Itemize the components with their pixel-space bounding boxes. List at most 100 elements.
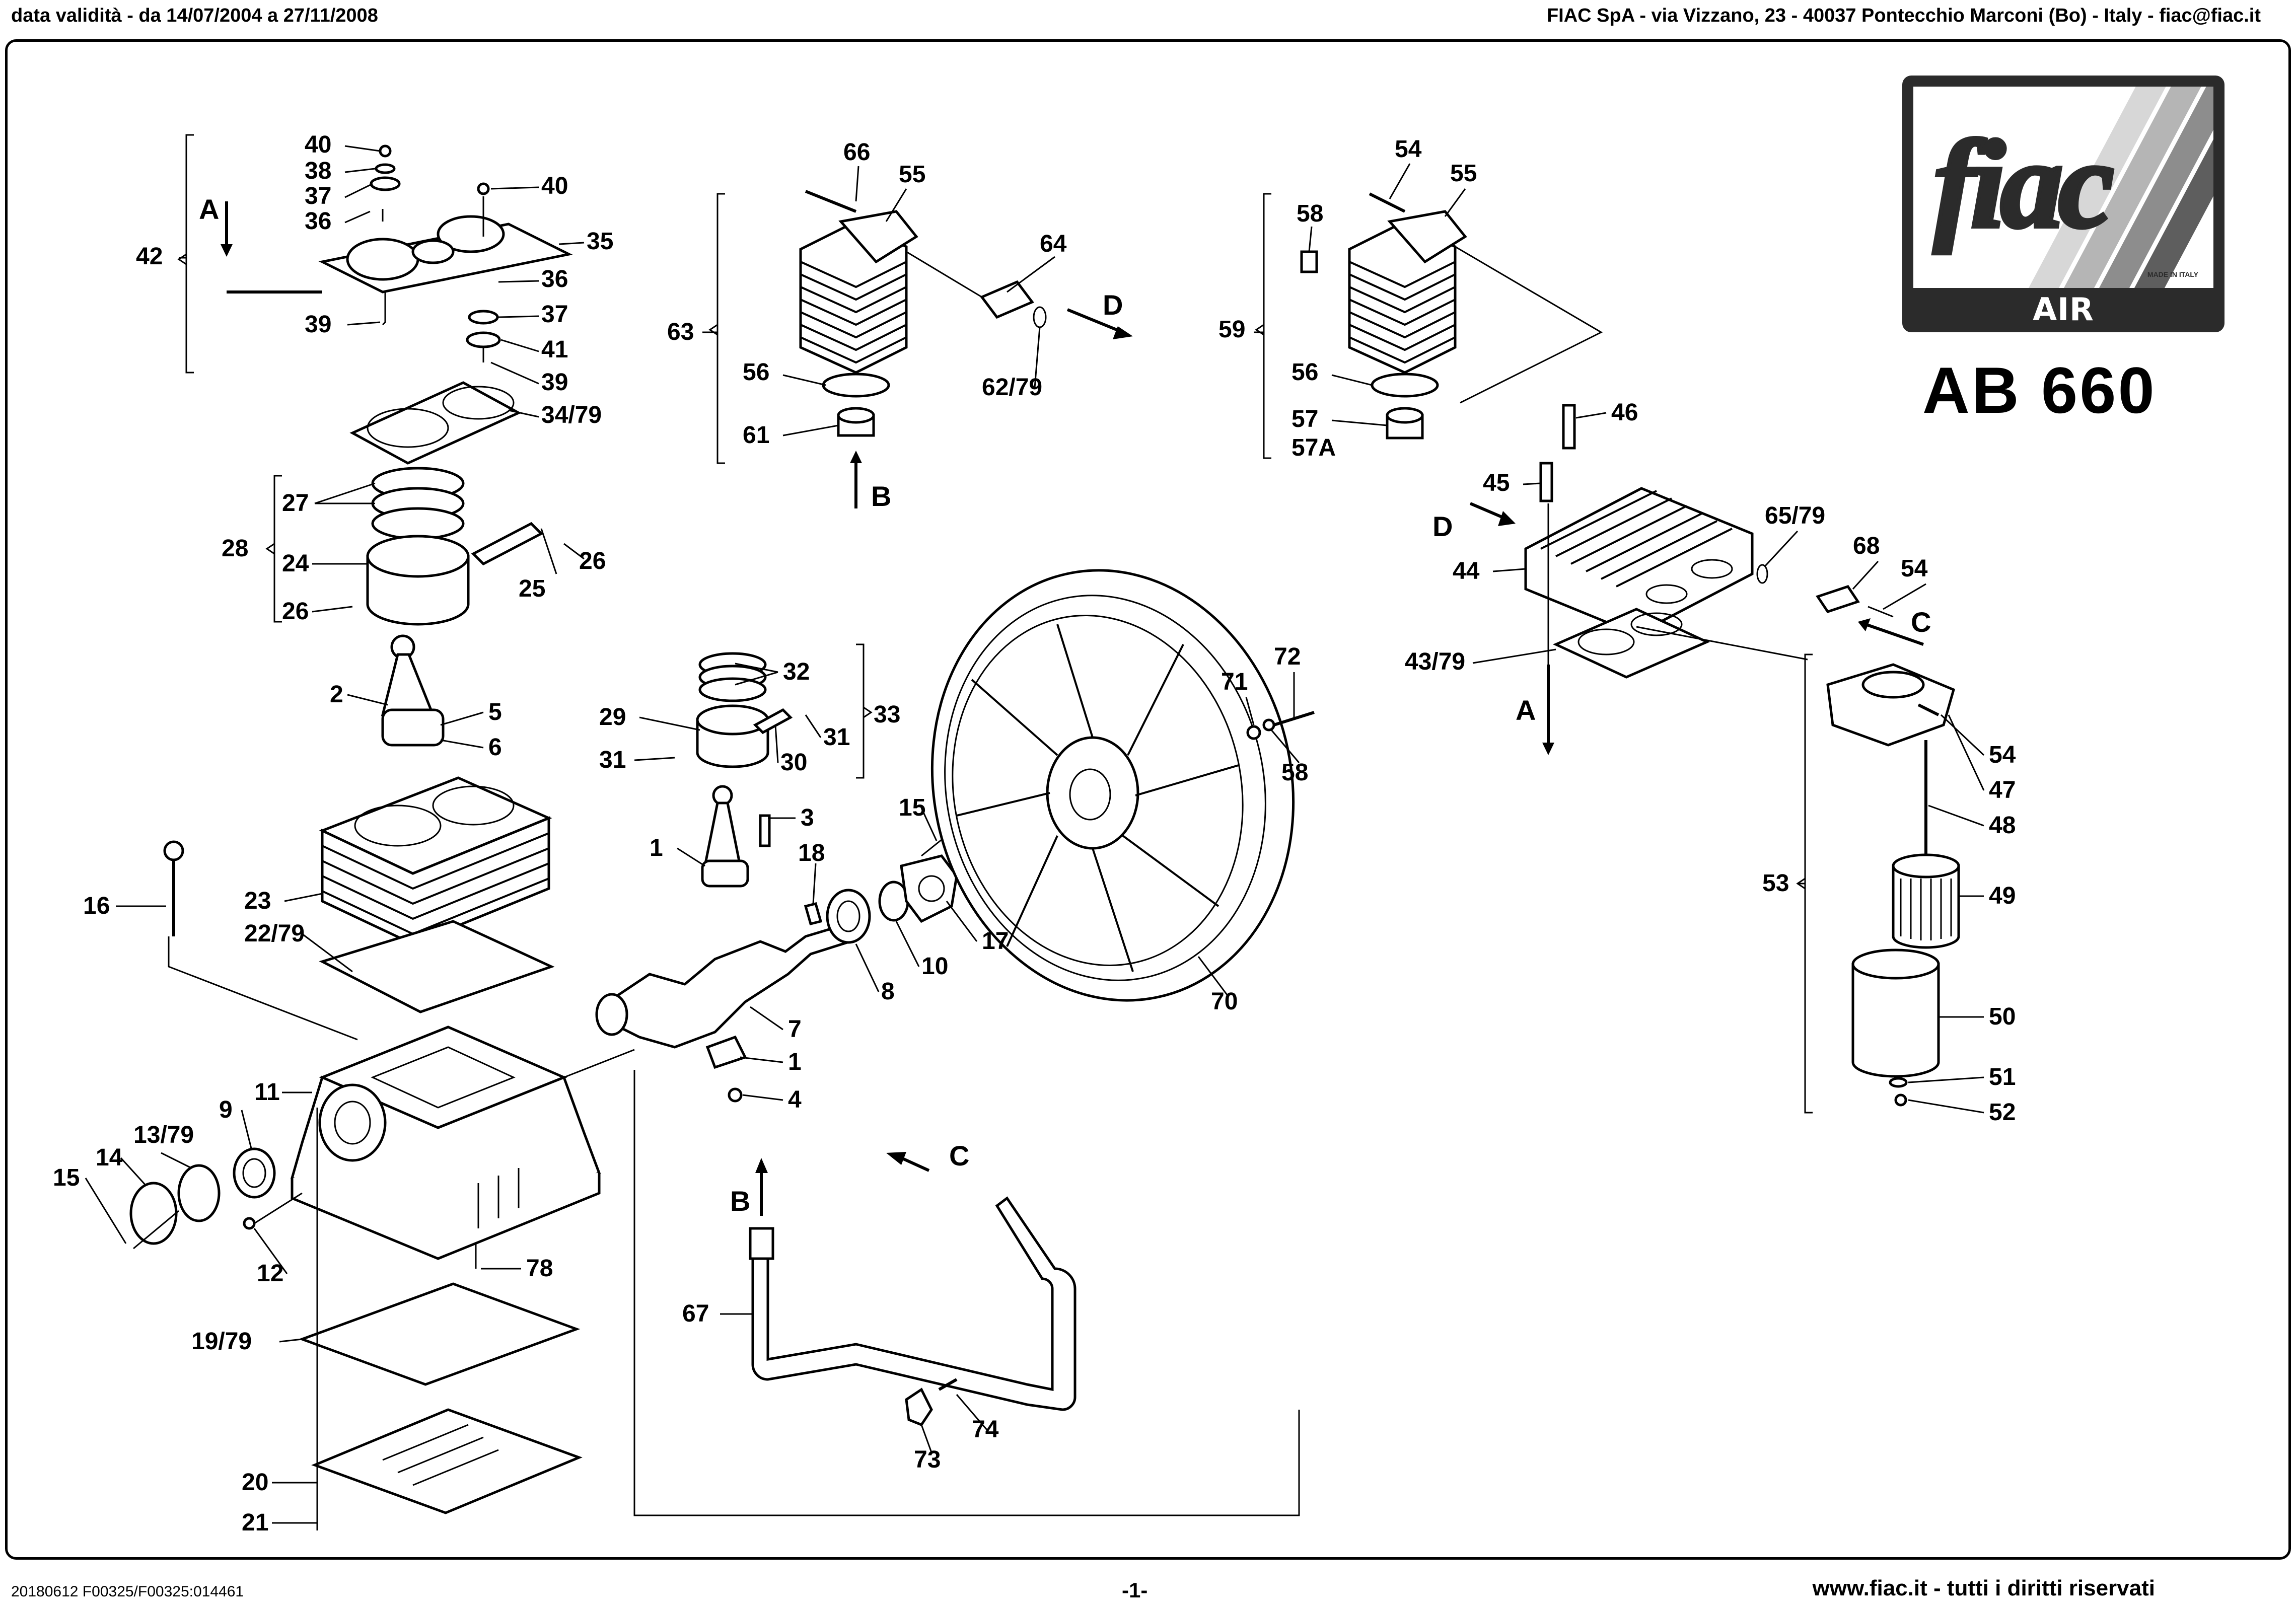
head-63-group [708,190,1133,508]
piston-group-2 [696,643,873,779]
flywheel-groove [944,595,1266,981]
gasket-hole [442,386,515,420]
crankcase-group [290,1026,1300,1516]
label-64: 64 [1040,231,1067,257]
website-footer: www.fiac.it - tutti i diritti riservati [1812,1576,2155,1600]
label-38: 38 [305,158,331,184]
label-32: 32 [783,659,810,685]
label-54c: 54 [1989,742,2016,768]
part-number-labels: 40 38 37 36 40 35 36 37 41 39 39 42 A 34… [53,131,2016,1536]
cylinder-bore [432,785,515,826]
flange-17 [900,854,958,923]
label-54b: 54 [1901,555,1928,582]
filter-element-49 [1892,864,1960,949]
drawing-frame [5,39,2291,1560]
label-7: 7 [788,1016,802,1043]
fitting-64 [980,280,1034,319]
leader-group-c [85,905,521,1524]
valve-disc [466,331,501,348]
label-4: 4 [788,1086,802,1113]
label-16: 16 [83,893,110,919]
arrow-C-head [1858,618,1871,631]
key-18 [804,902,823,926]
valve-port [346,238,419,281]
label-34-79: 34/79 [541,402,602,428]
wing-nut-52 [1894,1093,1907,1107]
filter-housing-50 [1851,963,1940,1078]
label-58a: 58 [1297,200,1323,227]
made-in-italy: MADE IN ITALY [2147,270,2198,278]
piston-2-top [696,704,769,736]
washer-58 [1262,718,1275,732]
bearing-bore [334,1101,371,1145]
leader-group-d [634,663,978,1101]
label-35: 35 [587,228,613,255]
oil-seal [233,1147,276,1199]
rod-big-end [381,708,445,747]
label-39b: 39 [541,369,568,396]
label-46: 46 [1611,399,1638,426]
plug-12 [243,1217,256,1230]
nut-part [477,182,490,195]
arrow-C2-shaft [900,1156,930,1172]
flywheel-bore [1069,768,1111,821]
arrow-D2-head [1498,511,1516,526]
valve-port [437,215,505,253]
flywheel-group [930,569,1315,1002]
label-12: 12 [257,1260,283,1287]
page-number: -1- [1122,1578,1148,1602]
bearing-8 [826,889,871,944]
head-gasket-group [349,381,522,465]
label-arrow-A2: A [1516,694,1536,726]
arrow-C-shaft [1865,623,1924,646]
bracket-63 [708,193,725,464]
arrow-D-shaft [1066,308,1124,334]
label-21: 21 [242,1509,268,1536]
oil-seal-inner [242,1158,266,1188]
assembly-line-head [1455,246,1603,404]
label-arrow-D2: D [1432,510,1453,542]
side-cover [129,1182,178,1245]
label-44: 44 [1453,558,1480,585]
label-29: 29 [599,704,626,731]
label-1b: 1 [788,1049,802,1075]
label-3: 3 [801,805,814,831]
label-50: 50 [1989,1003,2016,1030]
label-57A: 57A [1292,434,1336,461]
cylinder-group [319,776,552,945]
bracket-33 [856,643,873,779]
label-40b: 40 [541,173,568,199]
label-66: 66 [843,139,870,166]
label-58b: 58 [1281,759,1308,786]
bottom-cover [311,1408,583,1514]
assembly-line [382,196,484,362]
pipe-nut [749,1227,774,1260]
screw-54b [1868,606,1894,618]
valve-port [411,239,455,264]
piston-pin-2 [753,708,793,735]
crankcase-ribs [477,1168,520,1228]
con-rod-group [381,634,445,747]
fiac-logo: fiac MADE IN ITALY AIR COMPRESSORS [1902,76,2225,364]
label-14: 14 [96,1144,123,1171]
leader-lines [85,145,1985,1524]
label-62-79: 62/79 [982,374,1042,401]
label-74: 74 [972,1416,999,1443]
dipstick-ring [163,840,184,861]
cover-ribs [382,1424,499,1486]
rod-cap [705,1035,747,1069]
filter-housing-top [1851,948,1940,980]
label-arrow-D: D [1103,289,1123,321]
label-arrow-B: B [871,480,891,512]
head-fins [1540,490,1733,588]
label-arrow-C2: C [949,1140,969,1172]
flywheel-inner-rim [952,615,1244,966]
label-67: 67 [682,1300,709,1327]
label-54a: 54 [1395,136,1422,163]
head-clamp-2 [1387,210,1467,264]
side-cover-group [129,1147,303,1250]
nut-4 [728,1087,743,1103]
label-43-79: 43/79 [1405,648,1465,675]
leader-group-b [284,482,585,973]
label-63: 63 [667,319,694,345]
